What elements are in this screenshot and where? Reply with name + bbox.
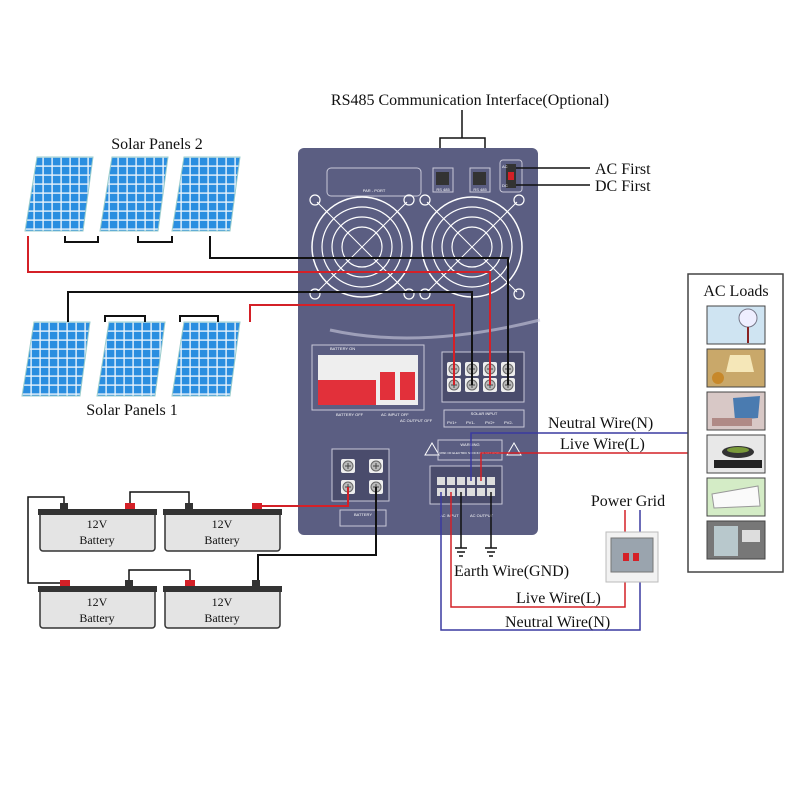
- solar-input-terminals[interactable]: [441, 351, 525, 403]
- ac-loads-box: AC Loads: [687, 273, 784, 573]
- load-live-wire-label: Live Wire(L): [560, 436, 645, 453]
- shock-warning-icon: [424, 442, 440, 456]
- solar-panels-1: [21, 321, 241, 397]
- breaker-block[interactable]: BATTERY ON BATTERY OFF AC INPUT OFF AC O…: [311, 344, 433, 423]
- rs485-port-a[interactable]: [432, 167, 454, 193]
- ac-input-label: AC INPUT: [440, 513, 459, 518]
- ac-dc-priority-switch[interactable]: AC DC: [499, 159, 523, 193]
- battery-2-name: Battery: [204, 533, 239, 547]
- rs485-b-label: RS 485: [473, 187, 487, 192]
- ac-first-label: AC First: [595, 161, 651, 178]
- dc-first-label: DC First: [595, 178, 651, 195]
- ac-output-off-label: AC OUTPUT OFF: [400, 418, 433, 423]
- load-neutral-wire-label: Neutral Wire(N): [548, 415, 653, 432]
- battery-1-voltage: 12V: [87, 517, 108, 531]
- power-grid-label: Power Grid: [591, 493, 665, 510]
- ground-icon: [455, 547, 497, 557]
- battery-bank: 12V Battery 12V Battery 12V Battery 12V …: [37, 503, 283, 629]
- lamp-icon: [706, 348, 766, 388]
- ac-wiring: [440, 432, 688, 631]
- solar-input-label: SOLAR INPUT: [471, 411, 498, 416]
- caution-icon: [506, 442, 522, 456]
- pv-wiring: [27, 236, 509, 385]
- battery-wiring: [27, 487, 377, 584]
- battery-2-voltage: 12V: [212, 517, 233, 531]
- ac-output-label: AC OUTPUT: [470, 513, 494, 518]
- grid-neutral-wire-label: Neutral Wire(N): [505, 614, 610, 631]
- fan-icon: [706, 305, 766, 345]
- battery-1-name: Battery: [79, 533, 114, 547]
- switch-ac-label: AC: [502, 164, 508, 169]
- rs485-label: RS485 Communication Interface(Optional): [331, 92, 609, 109]
- earth-wire-label: Earth Wire(GND): [454, 563, 569, 580]
- battery-off-label: BATTERY OFF: [336, 412, 364, 417]
- battery-4-voltage: 12V: [212, 595, 233, 609]
- ac-input-off-label: AC INPUT OFF: [381, 412, 409, 417]
- battery-3-voltage: 12V: [87, 595, 108, 609]
- switch-dc-label: DC: [502, 183, 508, 188]
- par-port-label: PAR - PORT: [363, 188, 386, 193]
- solar-panels-2: [24, 156, 241, 232]
- grid-live-wire-label: Live Wire(L): [516, 590, 601, 607]
- solar-panels-2-label: Solar Panels 2: [111, 136, 203, 153]
- rs485-a-label: RS 485: [436, 187, 450, 192]
- battery-terminal-label: BATTERY: [354, 512, 372, 517]
- laptop-icon: [706, 391, 766, 431]
- ac-loads-label: AC Loads: [703, 283, 768, 300]
- pv1-minus-label: PV1-: [466, 420, 476, 425]
- rs485-port-b[interactable]: [469, 167, 491, 193]
- induction-cooker-icon: [706, 434, 766, 474]
- solar-panels-1-label: Solar Panels 1: [86, 402, 178, 419]
- battery-4-name: Battery: [204, 611, 239, 625]
- battery-terminals[interactable]: [331, 448, 390, 502]
- pv2-minus-label: PV2-: [504, 420, 514, 425]
- warning-text: RISK OF ELECTRIC SHOCK DO NOT OPEN: [440, 451, 501, 455]
- battery-on-label: BATTERY ON: [330, 346, 355, 351]
- inverter-panel: PAR - PORT RS 485 RS 485 AC DC BATTERY O…: [298, 148, 541, 535]
- refrigerator-icon: [706, 520, 766, 560]
- logo-swoosh: [329, 318, 541, 340]
- battery-3-name: Battery: [79, 611, 114, 625]
- pv1-plus-label: PV1+: [447, 420, 458, 425]
- warning-title: WARNING: [460, 442, 479, 447]
- battery-terminal-posts: [60, 503, 262, 586]
- distribution-box-icon: [605, 531, 659, 583]
- pv2-plus-label: PV2+: [485, 420, 496, 425]
- air-conditioner-icon: [706, 477, 766, 517]
